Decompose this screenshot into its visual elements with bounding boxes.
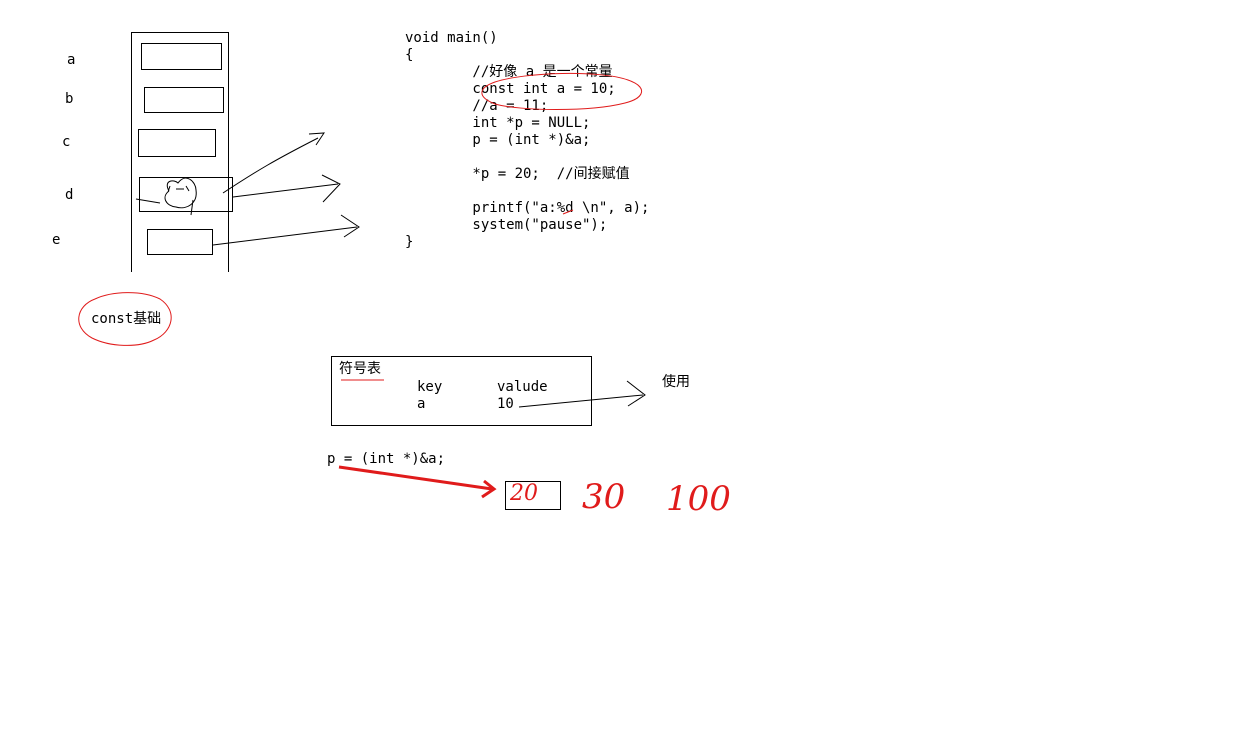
code-line: int *p = NULL; xyxy=(405,115,591,131)
arrow-d-head xyxy=(321,174,341,203)
code-line: const int a = 10; xyxy=(405,81,616,97)
memory-cell-e xyxy=(147,229,213,255)
memory-cell-c xyxy=(138,129,216,157)
handwritten-30: 30 xyxy=(582,477,626,517)
arrow-curved-d-head xyxy=(308,132,325,146)
memory-cell-a xyxy=(141,43,222,70)
arrow-curved-d xyxy=(222,137,319,194)
memory-label-c: c xyxy=(62,134,71,150)
symbol-table-key: a xyxy=(417,396,426,412)
value-cell-20: 20 xyxy=(510,481,538,506)
use-label: 使用 xyxy=(662,374,690,390)
arrow-d xyxy=(232,183,339,198)
memory-cell-b xyxy=(144,87,224,113)
code-line: p = (int *)&a; xyxy=(405,132,591,148)
code-line: //好像 a 是一个常量 xyxy=(405,64,613,80)
memory-cell-d xyxy=(139,177,233,212)
arrow-e xyxy=(212,226,358,246)
symbol-table-title: 符号表 xyxy=(339,361,381,377)
value-cell xyxy=(505,481,561,510)
code-line: *p = 20; //间接赋值 xyxy=(405,166,630,182)
arrow-e-head xyxy=(340,214,360,238)
arrow-symbol-value-head xyxy=(626,380,646,407)
pointer-assignment: p = (int *)&a; xyxy=(327,451,446,467)
symbol-table-key-header: key xyxy=(417,379,443,395)
code-line: void main() xyxy=(405,30,498,46)
memory-label-d: d xyxy=(65,187,74,203)
handwritten-100: 100 xyxy=(666,479,731,519)
code-line: { xyxy=(405,47,414,63)
code-line: } xyxy=(405,234,414,250)
code-line: printf("a:%d \n", a); xyxy=(405,200,650,216)
symbol-table-value-header: valude xyxy=(497,379,548,395)
code-line: system("pause"); xyxy=(405,217,608,233)
memory-label-a: a xyxy=(67,52,76,68)
symbol-table xyxy=(331,356,592,426)
topic-label: const基础 xyxy=(91,311,162,327)
memory-label-e: e xyxy=(52,232,61,248)
arrow-pointer-head xyxy=(481,479,497,499)
code-line: //a = 11; xyxy=(405,98,549,114)
memory-label-b: b xyxy=(65,91,74,107)
arrow-pointer xyxy=(338,465,493,491)
symbol-table-value: 10 xyxy=(497,396,514,412)
